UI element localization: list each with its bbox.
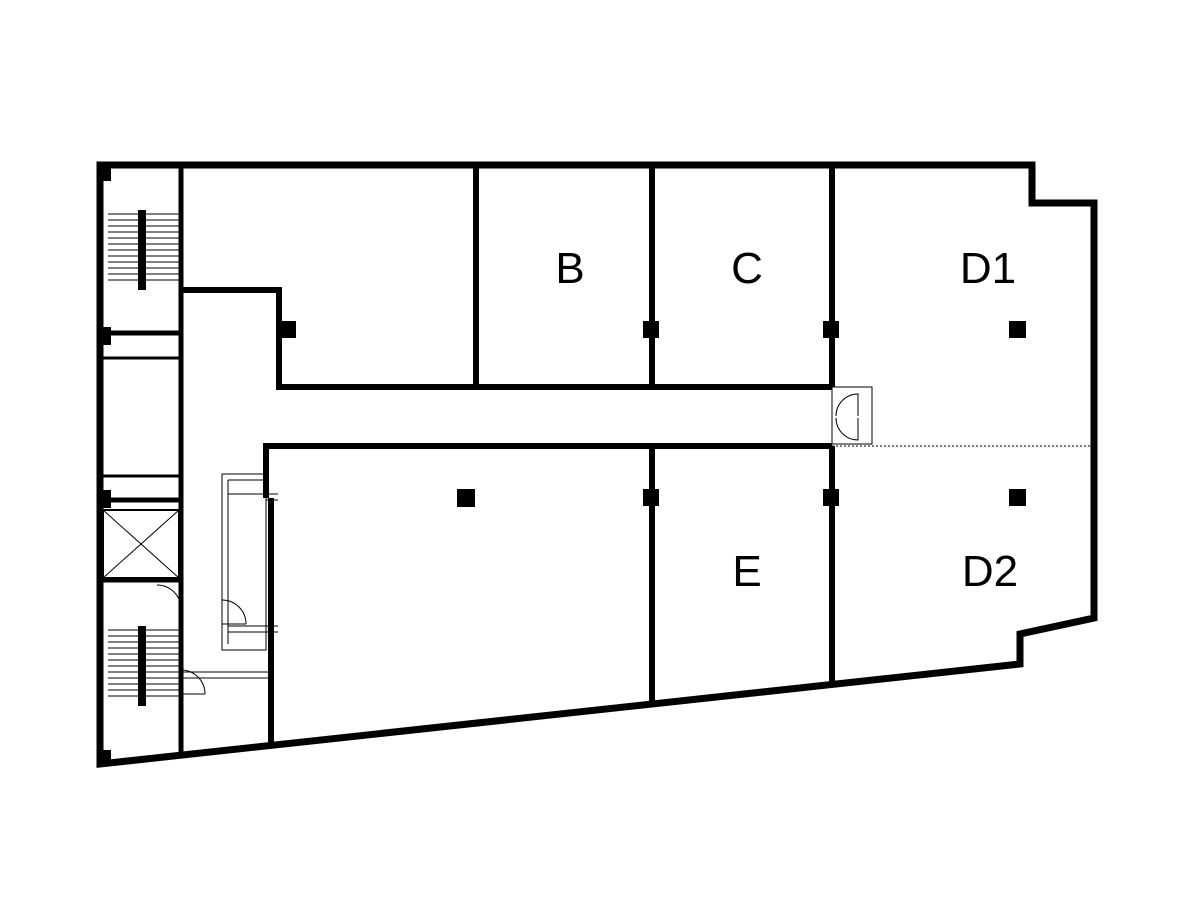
room-label-c: C [731, 244, 763, 293]
stair-upper [108, 210, 180, 290]
column-icon [99, 750, 111, 766]
column-icon [99, 165, 111, 181]
stair-lower [108, 626, 180, 706]
column-icon [457, 489, 475, 507]
column-icon [823, 489, 839, 506]
elevator-x-icon [102, 509, 180, 579]
column-icon [99, 490, 111, 508]
door-swing-icon [835, 417, 859, 441]
service-thin-lines [181, 473, 278, 679]
upper-partitions [473, 165, 835, 387]
column-icon [99, 327, 111, 345]
corridor-double-door [831, 386, 873, 445]
column-icon [1009, 321, 1026, 338]
service-core [100, 165, 184, 754]
column-icon [643, 321, 659, 338]
columns [99, 165, 1026, 766]
column-icon [823, 321, 839, 338]
room-label-d2: D2 [962, 547, 1018, 596]
lower-partitions [268, 446, 835, 744]
door-swing-icon [221, 599, 247, 625]
room-label-e: E [732, 547, 761, 596]
column-icon [643, 489, 659, 506]
room-label-d1: D1 [960, 244, 1016, 293]
room-a-walls [181, 287, 832, 390]
building-outline [96, 161, 1098, 768]
corridor-lower-wall [263, 443, 832, 498]
door-swing-icon [835, 393, 859, 417]
room-label-b: B [555, 244, 584, 293]
column-icon [280, 321, 296, 338]
door-swing-icon [156, 584, 206, 695]
column-icon [1009, 489, 1026, 506]
